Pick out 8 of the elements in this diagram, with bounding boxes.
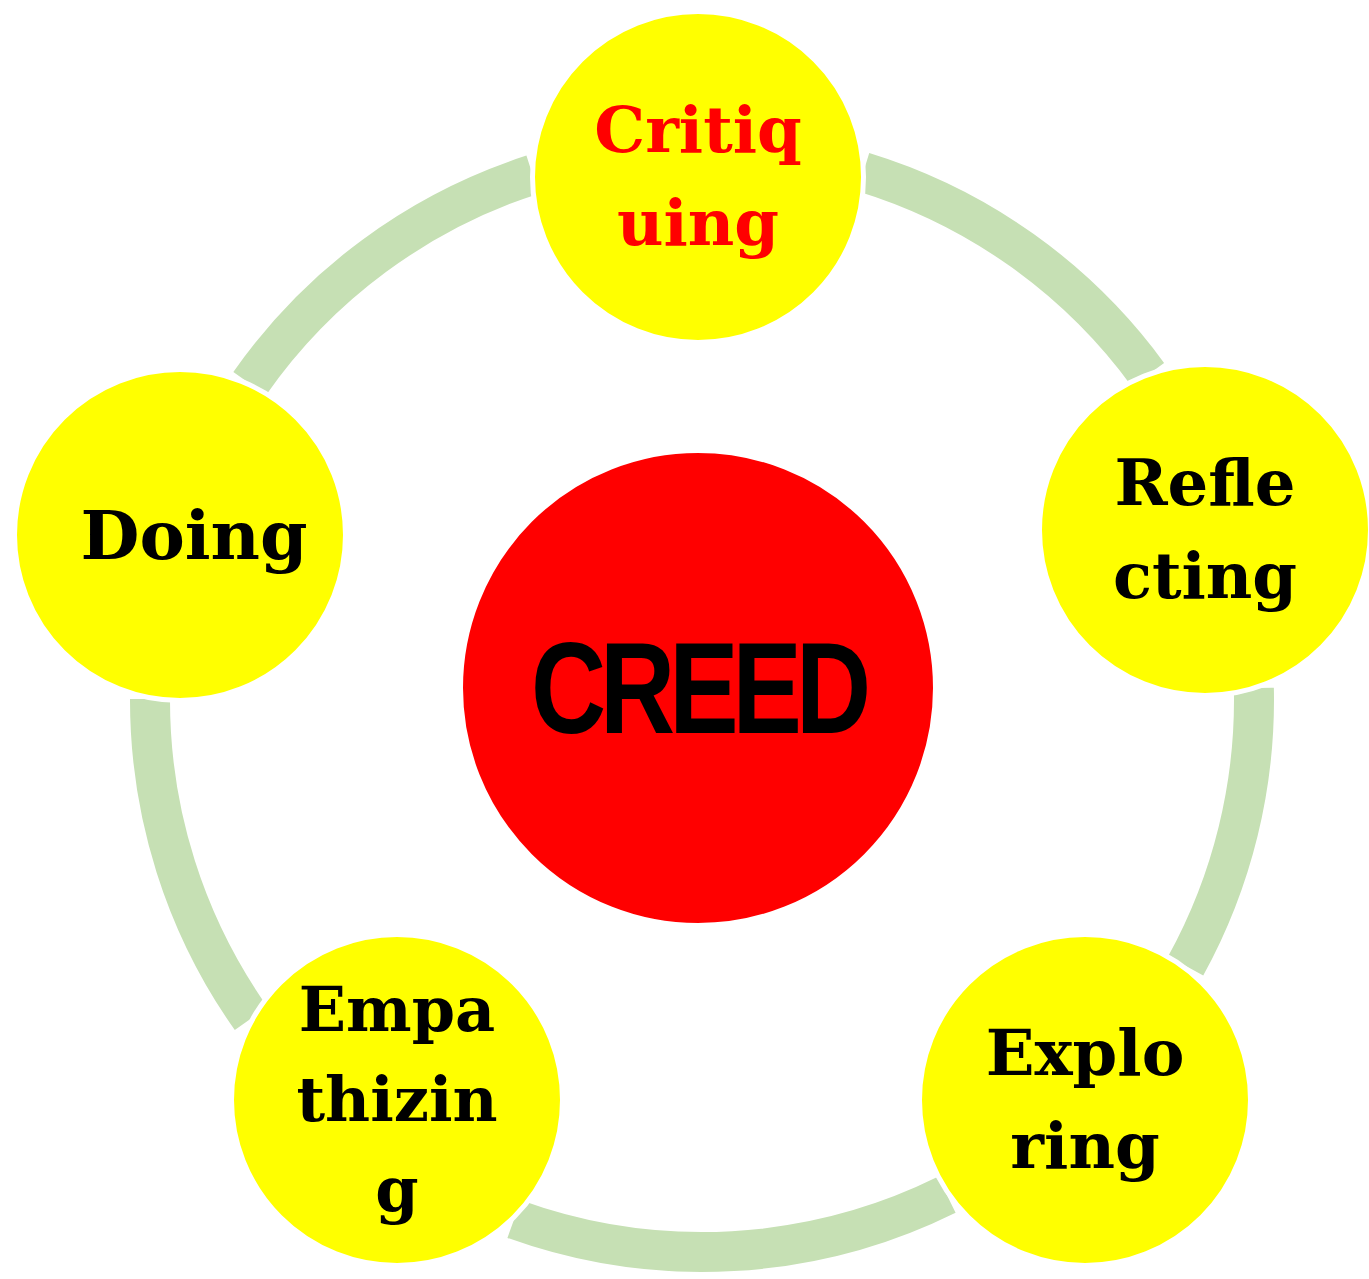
stage-label: Reflecting [1111,444,1299,615]
stage-label: Empathizing [295,972,499,1228]
center-label: CREED [529,614,867,762]
ring-connector [508,1176,955,1272]
stage-label: Exploring [984,1014,1186,1185]
stage-label: Critiquing [593,91,803,262]
ring-connector [1167,687,1274,975]
stage-label: Doing [79,493,309,577]
